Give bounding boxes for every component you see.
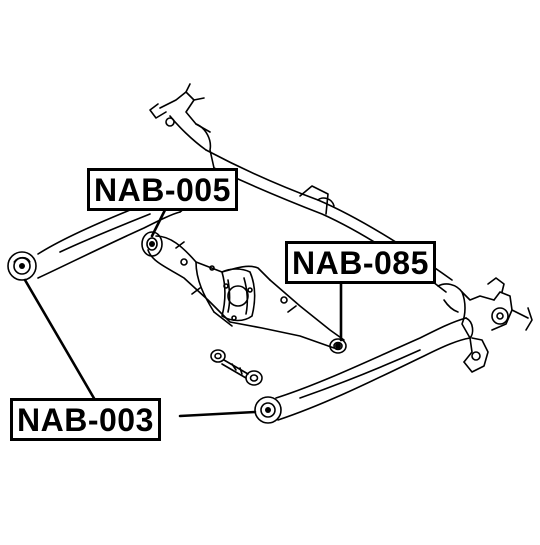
- bushing-left-arm: [7, 251, 37, 281]
- bushing-lower-arm: [254, 396, 282, 424]
- part-label-nab-085: NAB-085: [285, 241, 436, 284]
- leader-lines: [23, 208, 343, 418]
- part-label-nab-005: NAB-005: [87, 168, 238, 211]
- leader-nab-003-upper: [23, 278, 97, 402]
- differential-housing: [149, 83, 215, 169]
- link-rod: [210, 349, 263, 386]
- bushing-markers: [19, 241, 341, 413]
- leader-nab-005: [150, 208, 167, 238]
- part-label-nab-003: NAB-003: [10, 398, 161, 441]
- rear-subframe-member: [141, 231, 347, 354]
- hub-knuckle: [437, 277, 533, 373]
- leader-nab-003-lower: [178, 410, 257, 418]
- lower-control-arm: [275, 317, 474, 421]
